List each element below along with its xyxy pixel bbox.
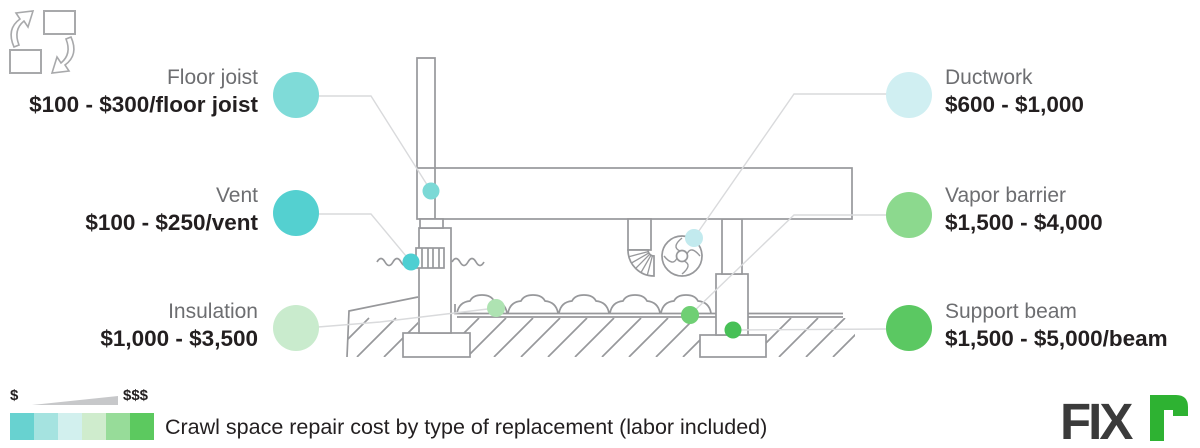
scale-swatch-2 (34, 413, 58, 440)
item-label: Floor joist (166, 66, 258, 89)
item-label: Vapor barrier (945, 184, 1066, 207)
item-label: Support beam (945, 300, 1077, 323)
replace-square-top (43, 10, 76, 35)
vent-dot (402, 253, 420, 271)
item-label: Vent (215, 184, 258, 207)
leader-lines (317, 93, 888, 331)
item-price: $1,000 - $3,500 (100, 326, 258, 351)
floor-joist-circle (273, 72, 319, 118)
cost-wedge (32, 396, 118, 405)
vent-grille (415, 247, 445, 269)
left-footing (402, 332, 471, 358)
support-post-top (721, 218, 743, 275)
scale-swatch-3 (58, 413, 82, 440)
logo-text: FIX (1060, 393, 1133, 448)
item-label: Insulation (168, 300, 258, 323)
scale-swatch-4 (82, 413, 106, 440)
replacement-cycle-icon (9, 10, 76, 74)
replace-square-bottom (9, 49, 42, 74)
vapor-barrier-circle (886, 192, 932, 238)
scale-swatch-1 (10, 413, 34, 440)
sill-plate (419, 218, 444, 229)
item-label: Ductwork (945, 66, 1033, 89)
ductwork-drawing (627, 218, 703, 277)
logo-r-glyph (1150, 395, 1188, 441)
scale-low-label: $ (10, 387, 19, 404)
cost-scale (10, 396, 154, 440)
structure-lines (376, 57, 853, 358)
wall-stud (416, 57, 436, 168)
floor-joist-dot (422, 182, 440, 200)
ductwork-dot (685, 229, 703, 247)
insulation-circle (273, 305, 319, 351)
caption: Crawl space repair cost by type of repla… (165, 415, 768, 439)
item-price: $600 - $1,000 (945, 92, 1084, 117)
callout-insulation: Insulation $1,000 - $3,500 (100, 298, 258, 353)
scale-high-label: $$$ (123, 387, 149, 404)
callout-support-beam: Support beam $1,500 - $5,000/beam (945, 298, 1168, 353)
scale-swatch-5 (106, 413, 130, 440)
ground-slope-line (346, 296, 419, 358)
insulation-dot (487, 299, 505, 317)
item-price: $1,500 - $5,000/beam (945, 326, 1168, 351)
ductwork-circle (886, 72, 932, 118)
cycle-arrow-up-icon (10, 10, 35, 49)
item-price: $100 - $250/vent (85, 210, 258, 235)
vent-circle (273, 190, 319, 236)
callout-ductwork: Ductwork $600 - $1,000 (945, 64, 1084, 119)
scale-swatch-6 (130, 413, 154, 440)
floor-joist-beam (416, 167, 853, 220)
ground-hatching (346, 296, 855, 358)
vapor-barrier-dot (681, 306, 699, 324)
support-beam-circle (886, 305, 932, 351)
callout-vent: Vent $100 - $250/vent (85, 182, 258, 237)
item-price: $1,500 - $4,000 (945, 210, 1103, 235)
cycle-arrow-down-icon (50, 35, 75, 74)
callout-floor-joist: Floor joist $100 - $300/floor joist (29, 64, 258, 119)
item-price: $100 - $300/floor joist (29, 92, 258, 117)
callout-vapor-barrier: Vapor barrier $1,500 - $4,000 (945, 182, 1103, 237)
support-beam-dot (724, 321, 742, 339)
fixr-logo: FIX (1060, 393, 1188, 448)
